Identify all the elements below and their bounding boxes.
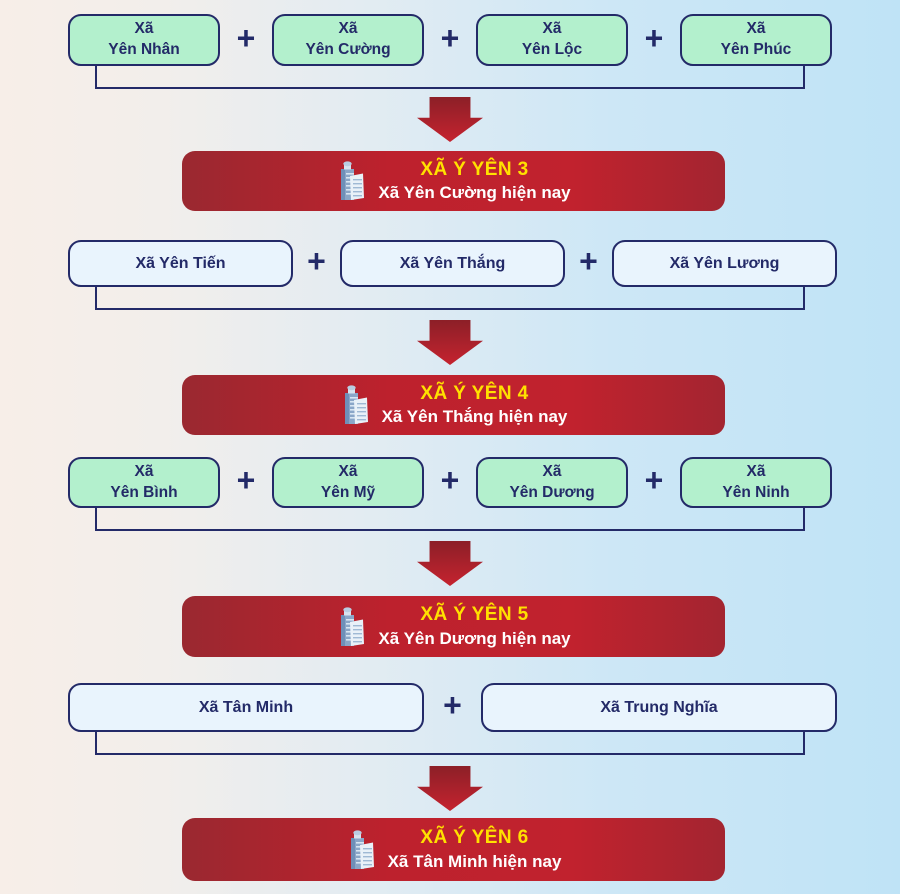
commune-box: Xã Yên Phúc	[680, 14, 832, 66]
commune-box: Xã Yên Mỹ	[272, 457, 424, 508]
commune-name: Xã	[746, 462, 766, 480]
merged-commune-banner: XÃ Ý YÊN 3 Xã Yên Cường hiện nay	[182, 151, 725, 211]
commune-box: Xã Yên Ninh	[680, 457, 832, 508]
commune-box: Xã Yên Dương	[476, 457, 628, 508]
commune-box: Xã Yên Bình	[68, 457, 220, 508]
connector-bracket	[95, 286, 805, 310]
commune-name: Yên Bình	[110, 483, 178, 501]
commune-name: Xã	[542, 20, 562, 38]
commune-box: Xã Yên Lương	[612, 240, 837, 287]
down-arrow-icon	[417, 766, 483, 811]
commune-name: Xã Yên Lương	[669, 254, 780, 272]
commune-name: Xã Yên Thắng	[399, 254, 506, 272]
banner-text: XÃ Ý YÊN 5 Xã Yên Dương hiện nay	[378, 603, 570, 650]
commune-name: Xã Tân Minh	[198, 698, 294, 716]
commune-name: Yên Phúc	[720, 41, 792, 58]
building-icon	[341, 606, 365, 646]
plus-icon: +	[644, 19, 664, 56]
commune-box: Xã Yên Tiến	[68, 240, 293, 287]
banner-text: XÃ Ý YÊN 6 Xã Tân Minh hiện nay	[388, 826, 562, 873]
banner-text: XÃ Ý YÊN 3 Xã Yên Cường hiện nay	[378, 158, 570, 205]
plus-icon: +	[440, 19, 460, 56]
commune-name: Xã	[542, 462, 562, 480]
plus-icon: +	[443, 687, 462, 723]
source-row-3: Xã Yên Bình + Xã Yên Mỹ + Xã Yên Dương +…	[68, 457, 832, 508]
commune-name: Yên Mỹ	[320, 483, 376, 501]
plus-icon: +	[579, 243, 598, 279]
current-commune-subtitle: Xã Yên Dương hiện nay	[378, 628, 571, 648]
connector-bracket	[95, 507, 805, 531]
commune-name: Xã	[134, 462, 154, 480]
plus-icon: +	[644, 462, 664, 498]
commune-name: Xã Trung Nghĩa	[600, 698, 718, 716]
commune-name: Yên Lộc	[521, 41, 583, 58]
merged-commune-title: XÃ Ý YÊN 5	[420, 604, 529, 626]
down-arrow-icon	[417, 320, 483, 365]
merged-commune-title: XÃ Ý YÊN 4	[420, 382, 529, 404]
plus-icon: +	[236, 19, 256, 56]
merged-commune-banner: XÃ Ý YÊN 4 Xã Yên Thắng hiện nay	[182, 375, 725, 435]
commune-box: Xã Trung Nghĩa	[481, 683, 837, 732]
plus-icon: +	[236, 462, 256, 498]
source-row-2: Xã Yên Tiến + Xã Yên Thắng + Xã Yên Lươn…	[68, 240, 837, 287]
current-commune-subtitle: Xã Tân Minh hiện nay	[387, 851, 562, 871]
commune-name: Xã	[338, 20, 358, 38]
commune-box: Xã Tân Minh	[68, 683, 424, 732]
commune-box: Xã Yên Thắng	[340, 240, 565, 287]
commune-name: Yên Cường	[305, 41, 391, 58]
merged-commune-title: XÃ Ý YÊN 6	[420, 827, 529, 849]
plus-icon: +	[307, 243, 326, 279]
commune-box: Xã Yên Nhân	[68, 14, 220, 66]
plus-icon: +	[440, 462, 460, 498]
down-arrow-icon	[417, 541, 483, 586]
commune-name: Yên Dương	[509, 483, 595, 501]
commune-box: Xã Yên Lộc	[476, 14, 628, 66]
commune-name: Xã	[338, 462, 358, 480]
commune-name: Xã	[746, 20, 766, 38]
commune-name: Xã	[134, 20, 154, 38]
commune-name: Xã Yên Tiến	[135, 254, 226, 272]
building-icon	[350, 829, 374, 869]
connector-bracket	[95, 731, 805, 755]
current-commune-subtitle: Xã Yên Cường hiện nay	[378, 183, 571, 203]
current-commune-subtitle: Xã Yên Thắng hiện nay	[381, 407, 568, 427]
merged-commune-banner: XÃ Ý YÊN 5 Xã Yên Dương hiện nay	[182, 596, 725, 657]
commune-name: Yên Ninh	[722, 483, 790, 501]
down-arrow-icon	[417, 97, 483, 142]
merged-commune-banner: XÃ Ý YÊN 6 Xã Tân Minh hiện nay	[182, 818, 725, 881]
building-icon	[344, 385, 368, 424]
merged-commune-title: XÃ Ý YÊN 3	[420, 158, 529, 180]
source-row-4: Xã Tân Minh + Xã Trung Nghĩa	[68, 683, 837, 732]
commune-name: Yên Nhân	[108, 41, 180, 58]
banner-text: XÃ Ý YÊN 4 Xã Yên Thắng hiện nay	[382, 382, 568, 429]
source-row-1: Xã Yên Nhân + Xã Yên Cường + Xã Yên Lộc …	[68, 14, 832, 66]
building-icon	[341, 161, 365, 200]
commune-box: Xã Yên Cường	[272, 14, 424, 66]
connector-bracket	[95, 65, 805, 89]
